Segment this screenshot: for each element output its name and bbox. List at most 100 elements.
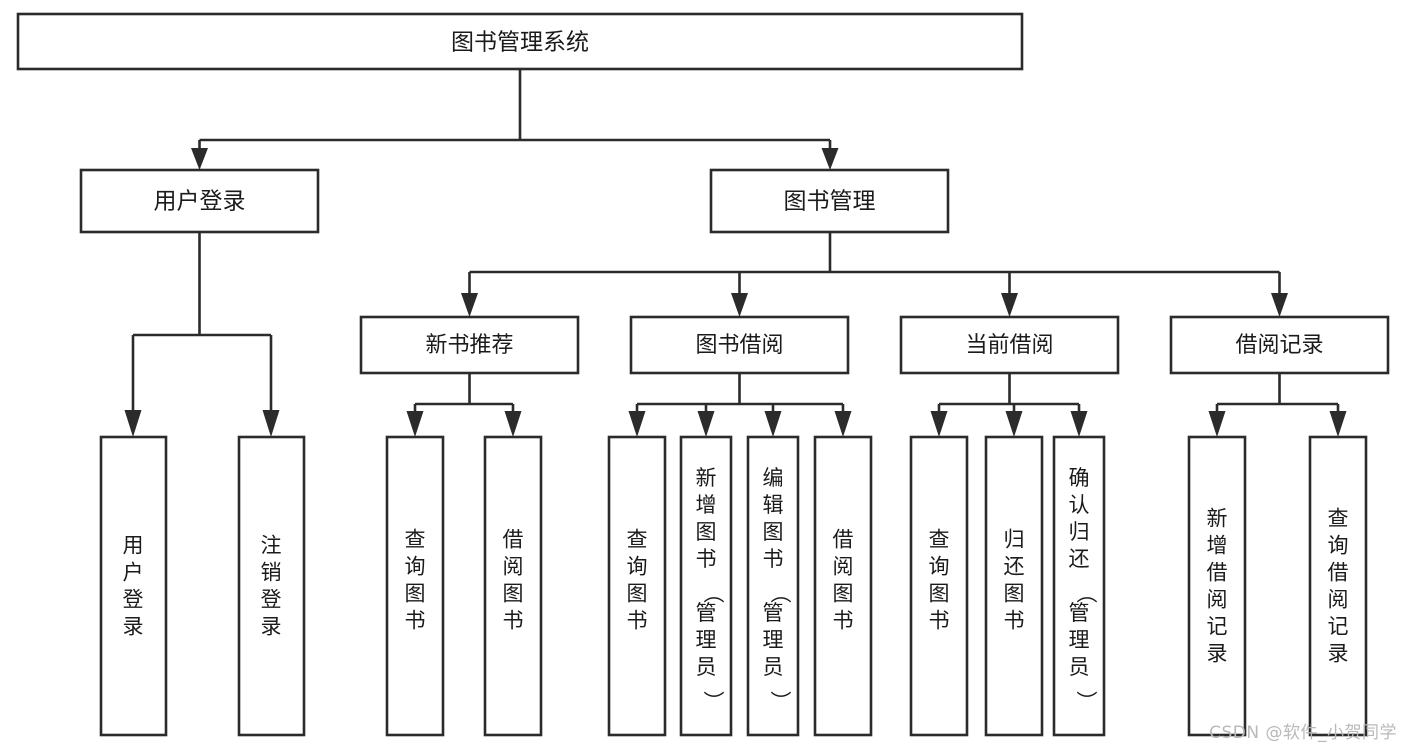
arrow-to-leaf-borrow-book-b (834, 411, 852, 437)
link-root-to-bus (198, 69, 832, 155)
node-current-borrow-label: 当前借阅 (965, 333, 1053, 358)
connector-layer (124, 69, 1347, 437)
node-user-login-box[interactable] (79, 168, 320, 234)
svg-text:书: 书 (627, 609, 648, 633)
svg-text:员: 员 (763, 655, 784, 679)
arrow-to-leaf-confirm-return (1070, 411, 1088, 437)
svg-text:还: 还 (1069, 547, 1090, 571)
svg-text:）: ） (701, 691, 725, 712)
node-borrow-record-label: 借阅记录 (1235, 333, 1323, 358)
leaf-edit-book-admin-box[interactable] (746, 435, 800, 737)
arrow-to-leaf-query-book-b (628, 411, 646, 437)
arrow-to-new-book-rec (461, 293, 478, 317)
node-current-borrow-box[interactable] (899, 315, 1120, 375)
node-book-borrow-box[interactable] (629, 315, 850, 375)
svg-text:理: 理 (763, 628, 784, 652)
svg-text:管: 管 (1069, 601, 1090, 625)
svg-text:理: 理 (1069, 628, 1090, 652)
arrow-to-book-borrow (731, 293, 748, 317)
leaf-borrow-book-borrow-box[interactable] (813, 435, 873, 737)
node-book-manage-box[interactable] (709, 168, 950, 234)
svg-text:查: 查 (929, 528, 950, 552)
svg-text:书: 书 (833, 609, 854, 633)
svg-text:登: 登 (261, 588, 282, 612)
link-bookmanage-to-bus (468, 232, 1281, 300)
svg-text:图: 图 (763, 520, 784, 544)
leaf-query-book-borrow-box[interactable] (607, 435, 667, 737)
svg-text:辑: 辑 (763, 493, 784, 517)
node-book-manage[interactable]: 图书管理 (709, 168, 950, 234)
node-root[interactable]: 图书管理系统 (16, 12, 1024, 71)
node-root-box[interactable] (16, 12, 1024, 71)
arrow-to-user-login (191, 148, 208, 170)
leaf-add-borrow-record-box[interactable] (1187, 435, 1247, 737)
svg-text:询: 询 (627, 555, 648, 579)
arrow-to-borrow-record (1271, 293, 1288, 317)
svg-text:书: 书 (405, 609, 426, 633)
node-user-login[interactable]: 用户登录 (79, 168, 320, 234)
svg-text:认: 认 (1069, 493, 1090, 517)
leaf-query-book-newbook-box[interactable] (385, 435, 445, 737)
node-user-login-label: 用户登录 (154, 189, 246, 215)
svg-text:阅: 阅 (1207, 588, 1228, 612)
svg-text:登: 登 (123, 588, 144, 612)
svg-text:图: 图 (1004, 582, 1025, 606)
leaf-add-book-admin-box[interactable] (679, 435, 733, 737)
node-book-borrow[interactable]: 图书借阅 (629, 315, 850, 375)
node-current-borrow[interactable]: 当前借阅 (899, 315, 1120, 375)
svg-text:（: （ (1074, 583, 1098, 604)
arrow-to-leaf-return-book (1005, 411, 1023, 437)
svg-text:询: 询 (1328, 534, 1349, 558)
leaf-user-login-box[interactable] (99, 435, 168, 737)
node-book-borrow-label: 图书借阅 (695, 333, 783, 358)
svg-text:图: 图 (696, 520, 717, 544)
leaf-query-borrow-record-box[interactable] (1308, 435, 1368, 737)
leaf-logout-box[interactable] (237, 435, 306, 737)
leaf-user-login[interactable]: 用户登录 (99, 435, 168, 737)
svg-text:增: 增 (696, 493, 717, 517)
svg-text:书: 书 (763, 547, 784, 571)
svg-text:注: 注 (261, 534, 282, 558)
leaf-return-book-box[interactable] (984, 435, 1044, 737)
svg-text:阅: 阅 (1328, 588, 1349, 612)
leaf-query-book-current-box[interactable] (909, 435, 969, 737)
svg-text:借: 借 (503, 528, 524, 552)
leaf-confirm-return-admin-box[interactable] (1052, 435, 1106, 737)
svg-text:员: 员 (696, 655, 717, 679)
svg-text:记: 记 (1207, 615, 1228, 639)
node-new-book-recommend[interactable]: 新书推荐 (359, 315, 580, 375)
svg-text:图: 图 (627, 582, 648, 606)
arrow-to-leaf-add-book (697, 411, 715, 437)
arrow-to-leaf-borrow-book-a (504, 411, 522, 437)
svg-text:录: 录 (1207, 642, 1228, 666)
svg-text:图: 图 (929, 582, 950, 606)
svg-text:还: 还 (1004, 555, 1025, 579)
svg-text:图: 图 (405, 582, 426, 606)
link-bookborrow-to-leaves (635, 373, 845, 412)
svg-text:书: 书 (1004, 609, 1025, 633)
svg-text:编: 编 (763, 466, 784, 490)
node-borrow-record[interactable]: 借阅记录 (1169, 315, 1390, 375)
leaf-borrow-book-newbook-box[interactable] (483, 435, 543, 737)
svg-text:录: 录 (261, 615, 282, 639)
svg-text:增: 增 (1207, 534, 1228, 558)
node-borrow-record-box[interactable] (1169, 315, 1390, 375)
node-new-book-recommend-box[interactable] (359, 315, 580, 375)
svg-text:书: 书 (503, 609, 524, 633)
svg-text:（: （ (768, 583, 792, 604)
svg-text:查: 查 (1328, 507, 1349, 531)
link-newbook-to-leaves (413, 373, 515, 412)
